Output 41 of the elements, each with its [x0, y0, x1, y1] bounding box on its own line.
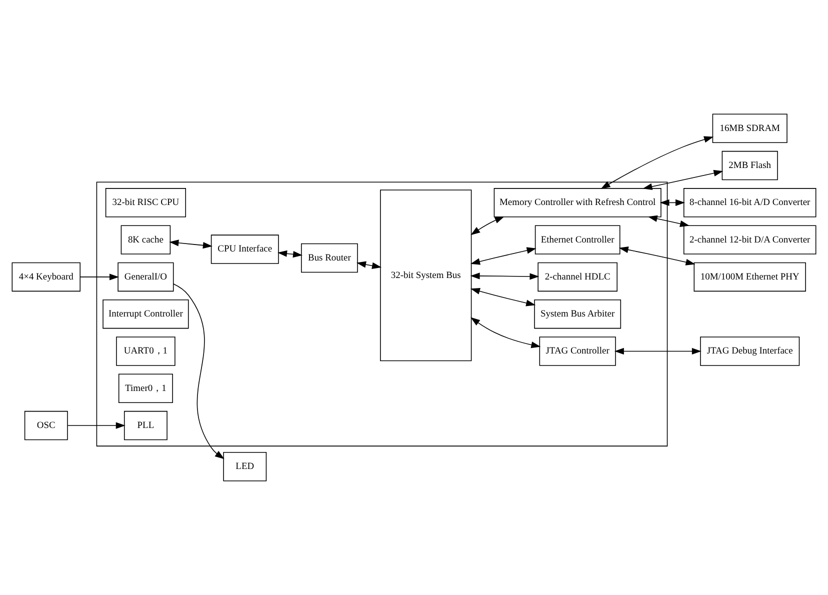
- node-box: 8K cache: [120, 225, 171, 254]
- arrow: [614, 348, 702, 355]
- arrow: [80, 274, 119, 280]
- node-box: CPU Interface: [210, 234, 279, 264]
- node-box: 2-channel 12-bit D/A Converter: [683, 225, 816, 254]
- node-box: Timer0，1: [118, 374, 173, 403]
- node-box: 10M/100M Ethernet PHY: [694, 262, 806, 292]
- arrow: [356, 261, 382, 269]
- arrow: [169, 240, 212, 249]
- arrow: [278, 250, 303, 258]
- node-box: PLL: [124, 410, 168, 440]
- node-box: GeneralI/O: [118, 262, 174, 292]
- node-box: Bus Router: [301, 243, 358, 273]
- node-box: 32-bit RISC CPU: [105, 188, 186, 218]
- arrow: [660, 199, 685, 206]
- node-box: 32-bit System Bus: [380, 190, 472, 362]
- node-box: LED: [223, 452, 267, 482]
- node-box: System Bus Arbiter: [534, 299, 622, 329]
- arrow: [600, 136, 714, 189]
- node-box: 2MB Flash: [722, 150, 778, 180]
- arrow: [470, 288, 536, 306]
- node-box: Memory Controller with Refresh Control: [494, 188, 662, 218]
- node-box: 4×4 Keyboard: [12, 262, 81, 292]
- arrow: [470, 216, 504, 236]
- arrow: [470, 272, 540, 280]
- arrow: [648, 215, 690, 227]
- node-box: UART0，1: [116, 336, 176, 366]
- node-box: Ethernet Controller: [534, 225, 620, 254]
- arrow: [67, 422, 126, 429]
- arrow: [470, 317, 541, 348]
- arrow: [173, 284, 224, 460]
- node-box: JTAG Debug Interface: [700, 336, 800, 366]
- node-box: 2-channel HDLC: [538, 262, 618, 292]
- node-box: OSC: [24, 410, 68, 440]
- arrow: [470, 247, 536, 265]
- arrow: [642, 170, 724, 190]
- node-box: Interrupt Controller: [102, 299, 189, 329]
- node-box: 16MB SDRAM: [712, 114, 788, 143]
- arrow: [618, 246, 696, 266]
- node-box: JTAG Controller: [539, 336, 616, 366]
- node-box: 8-channel 16-bit A/D Converter: [683, 188, 816, 218]
